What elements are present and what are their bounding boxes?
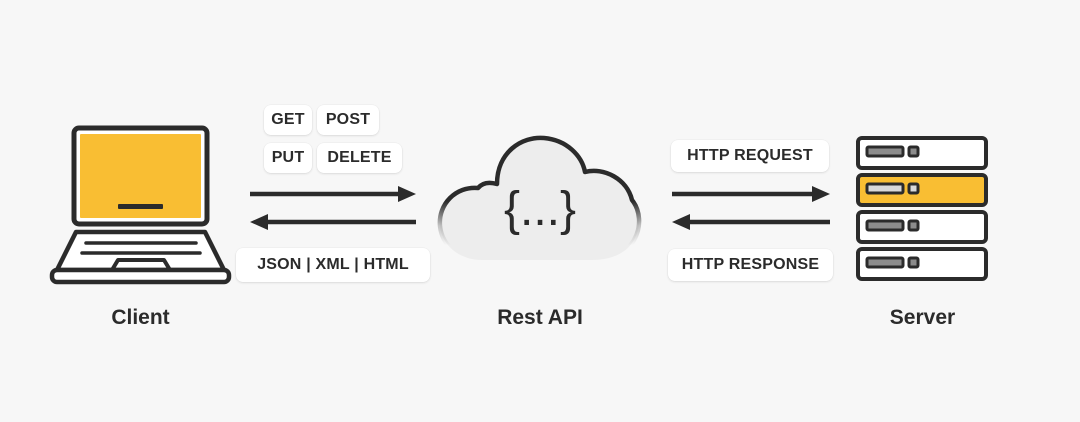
method-chip-delete[interactable]: DELETE — [317, 143, 402, 173]
rest-api-caption: Rest API — [497, 306, 583, 329]
server-caption: Server — [889, 306, 956, 329]
arrow-right-http-request — [672, 186, 830, 202]
api-to-server-arrows — [670, 185, 832, 230]
cloud-shape — [437, 135, 642, 263]
laptop-base-bar — [49, 267, 232, 285]
laptop-icon — [49, 125, 232, 285]
rest-api-node: {...} — [434, 132, 646, 280]
cloud-json-glyph: {...} — [504, 183, 576, 236]
laptop-keyboard-deck — [54, 229, 227, 273]
client-node — [48, 125, 233, 286]
method-chip-get[interactable]: GET — [264, 105, 312, 135]
server-unit[interactable] — [856, 247, 988, 281]
arrow-right-request — [250, 186, 416, 202]
client-caption: Client — [111, 306, 170, 329]
arrow-left-http-response — [672, 214, 830, 230]
server-stack-icon — [856, 136, 988, 281]
http-response-chip[interactable]: HTTP RESPONSE — [668, 249, 833, 281]
laptop-trackpad-notch — [110, 258, 172, 272]
http-request-chip[interactable]: HTTP REQUEST — [671, 140, 829, 172]
method-chip-put[interactable]: PUT — [264, 143, 312, 173]
server-unit-active[interactable] — [856, 173, 988, 207]
client-to-api-arrows — [248, 185, 418, 230]
laptop-screen-strip — [118, 204, 163, 209]
server-node — [855, 136, 990, 282]
arrow-left-response — [250, 214, 416, 230]
response-format-chip[interactable]: JSON | XML | HTML — [236, 248, 430, 282]
cloud-icon: {...} — [437, 135, 642, 263]
server-unit[interactable] — [856, 210, 988, 244]
method-chip-post[interactable]: POST — [317, 105, 379, 135]
server-unit[interactable] — [856, 136, 988, 170]
laptop-screen-display — [80, 134, 201, 218]
